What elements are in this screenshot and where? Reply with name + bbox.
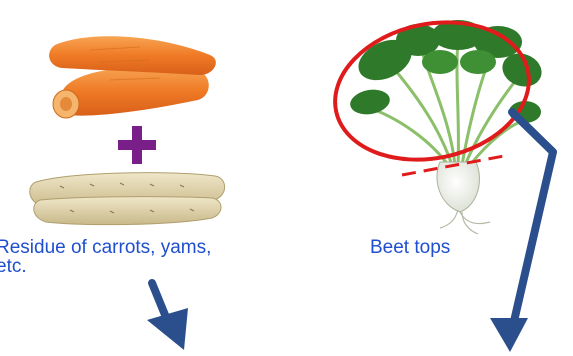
beet-image <box>348 20 546 234</box>
left-arrow <box>147 283 188 350</box>
right-arrow <box>490 112 553 352</box>
carrot-image <box>49 36 216 118</box>
left-caption: Residue of carrots, yams, etc. <box>0 238 296 276</box>
yam-image <box>30 173 225 225</box>
plus-sign <box>118 126 156 164</box>
right-caption: Beet tops <box>370 238 510 257</box>
